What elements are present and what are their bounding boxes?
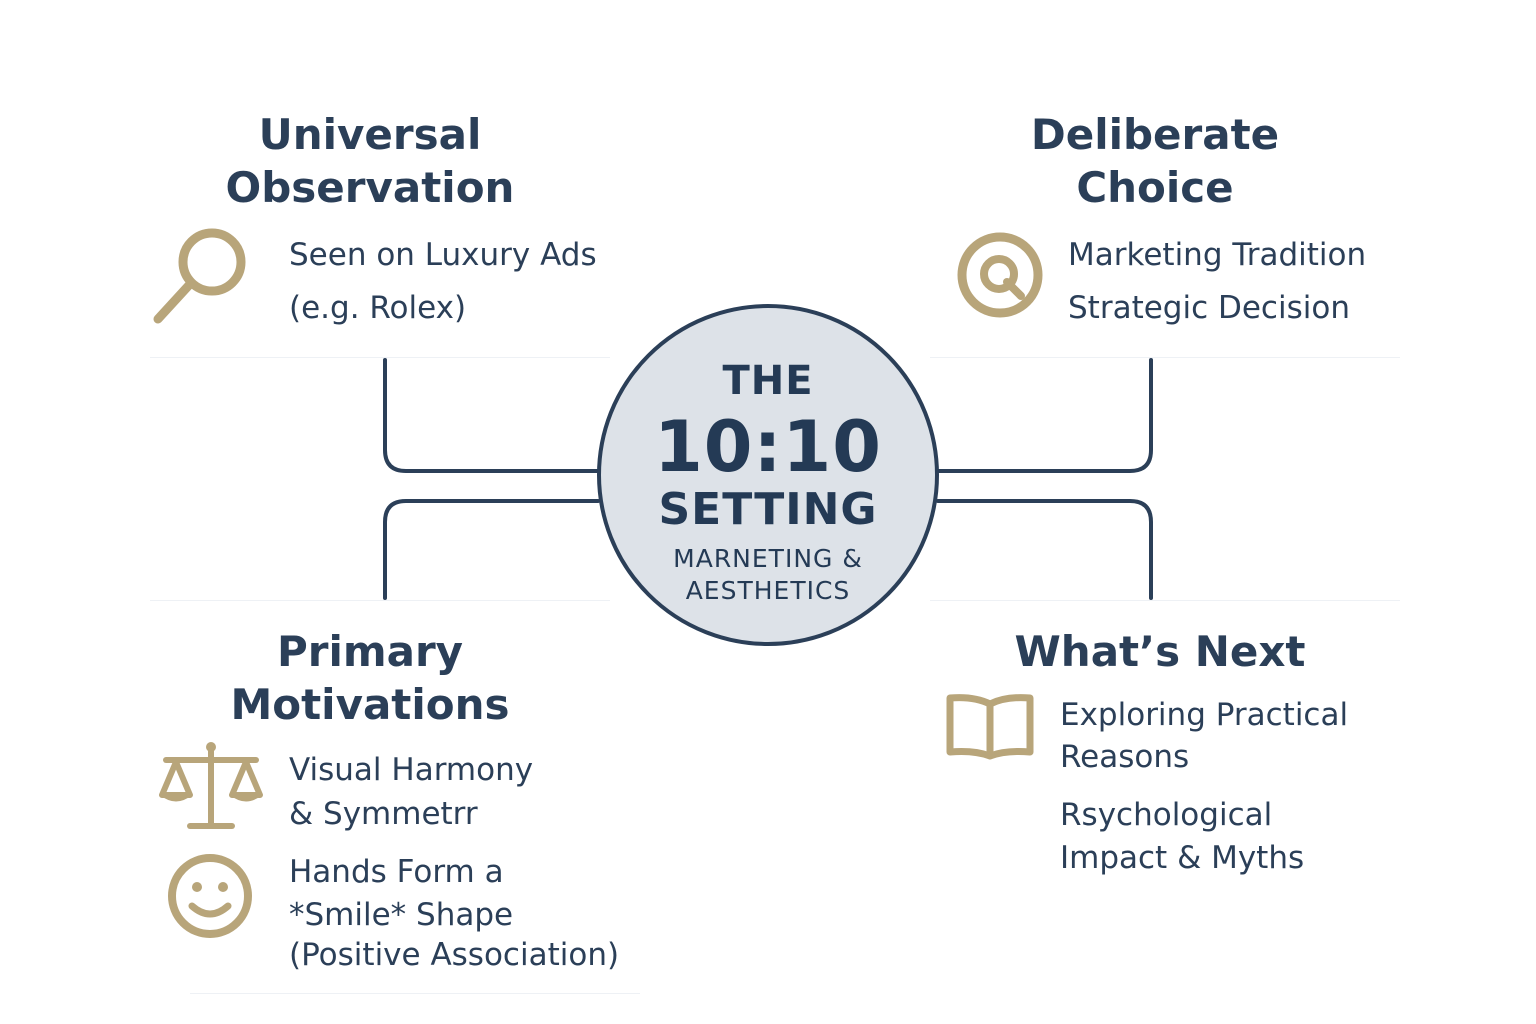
item-exploring-practical: Exploring Practical	[1060, 697, 1349, 733]
separator-top-right	[930, 357, 1400, 358]
scales-icon	[156, 740, 266, 832]
target-icon	[953, 228, 1047, 322]
item-psychological: Rsychological	[1060, 797, 1273, 833]
connector-bottom-right	[936, 499, 1153, 600]
separator-mid-right	[930, 600, 1400, 601]
item-impact-and-myths: Impact & Myths	[1060, 840, 1305, 876]
item-reasons: Reasons	[1060, 739, 1190, 775]
connector-bottom-left	[383, 499, 600, 600]
center-subtitle-line1: MARNETING &	[673, 544, 863, 573]
center-title-setting: SETTING	[658, 484, 878, 535]
heading-line: Universal	[258, 110, 482, 159]
item-positive-association: (Positive Association)	[289, 937, 620, 973]
heading-line: Deliberate	[1030, 110, 1280, 159]
heading-line: Motivations	[230, 680, 510, 729]
center-badge: THE 10:10 SETTING MARNETING & AESTHETICS	[597, 304, 939, 646]
magnifier-icon	[150, 226, 256, 326]
smiley-icon	[166, 852, 254, 940]
heading-line: Observation	[225, 163, 515, 212]
item-marketing-tradition: Marketing Tradition	[1068, 237, 1367, 273]
item-seen-on-luxury-ads: Seen on Luxury Ads	[289, 237, 597, 273]
item-smile-shape: *Smile* Shape	[289, 897, 514, 933]
center-subtitle-line2: AESTHETICS	[685, 576, 851, 605]
open-book-icon	[944, 690, 1036, 762]
item-strategic-decision: Strategic Decision	[1068, 290, 1350, 326]
heading-line: What’s Next	[1014, 627, 1306, 676]
heading-whats-next: What’s Next	[960, 625, 1360, 678]
separator-mid-left	[150, 600, 610, 601]
separator-bottom-left	[190, 993, 640, 994]
heading-deliberate-choice: Deliberate Choice	[955, 108, 1355, 214]
separator-top-left	[150, 357, 610, 358]
heading-line: Primary	[276, 627, 464, 676]
item-symmetry: & Symmetrr	[289, 796, 478, 832]
item-hands-form-a: Hands Form a	[289, 854, 504, 890]
connector-top-right	[936, 358, 1153, 473]
center-title-time: 10:10	[654, 406, 882, 488]
item-rolex-example: (e.g. Rolex)	[289, 290, 467, 326]
connector-top-left	[383, 358, 600, 473]
heading-line: Choice	[1076, 163, 1234, 212]
center-title-the: THE	[722, 358, 814, 404]
item-visual-harmony: Visual Harmony	[289, 752, 534, 788]
heading-primary-motivations: Primary Motivations	[170, 625, 570, 731]
heading-universal-observation: Universal Observation	[170, 108, 570, 214]
